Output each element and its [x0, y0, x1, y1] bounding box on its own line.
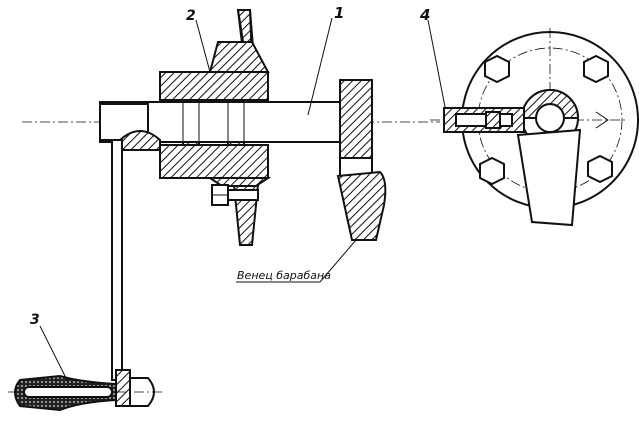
- hex-bolt-3: [479, 156, 505, 186]
- leader-3: [39, 325, 69, 383]
- hub-section: [520, 89, 580, 119]
- part-label-3: 3: [30, 312, 40, 328]
- shaft-tip: [595, 111, 609, 129]
- part-label-2: 2: [186, 8, 196, 24]
- drum-crown-upper: [339, 79, 373, 159]
- part-label-4: 4: [419, 6, 430, 24]
- leader-2: [195, 19, 211, 73]
- arm-lever: [516, 128, 582, 227]
- leader-1: [307, 17, 333, 116]
- crank-arm: [111, 139, 123, 381]
- hub-housing-upper: [159, 71, 269, 101]
- drum-crown-lower: [336, 170, 387, 241]
- part-label-1: 1: [334, 4, 344, 22]
- hex-bolt-4: [587, 154, 613, 184]
- hub-collar-top: [208, 41, 270, 73]
- hub-bolt-shank: [227, 189, 259, 201]
- leader-caption: [236, 239, 357, 283]
- hub-housing-lower: [159, 144, 269, 179]
- hex-bolt-2: [583, 54, 609, 84]
- hex-bolt-1: [484, 54, 510, 84]
- handle-core: [23, 386, 113, 398]
- crank-arm-foot: [115, 369, 131, 407]
- drum-crown-caption: Венец барабана: [237, 269, 331, 282]
- locking-pin[interactable]: [455, 113, 513, 127]
- side-section-view: [8, 9, 440, 412]
- key-section: [119, 130, 161, 151]
- leader-4: [427, 19, 447, 113]
- locking-pin-spring: [485, 111, 501, 129]
- end-view: [430, 28, 639, 227]
